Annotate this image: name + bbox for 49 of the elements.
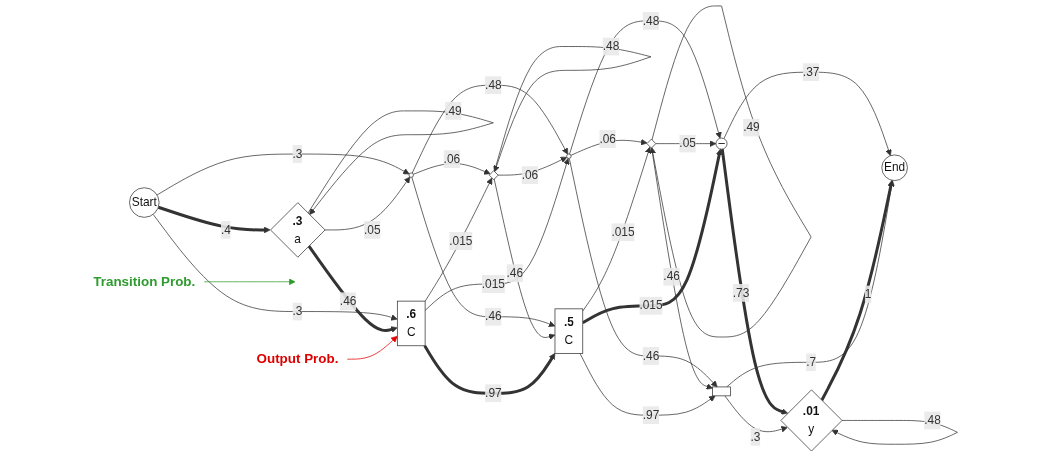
edge-label: .48 <box>642 14 660 27</box>
node-circle: Start <box>129 187 160 218</box>
edge-label: .015 <box>481 277 505 290</box>
node-diamond <box>488 170 499 180</box>
edge-label: .73 <box>732 286 750 299</box>
arrow <box>423 345 556 395</box>
edge-label: .97 <box>485 386 502 400</box>
edge-label: .48 <box>485 78 502 92</box>
node-text: Transition Prob. <box>93 273 196 289</box>
arrow <box>157 205 271 234</box>
node-box <box>712 386 731 397</box>
node-diamond: .3 a <box>270 202 326 258</box>
node-circle <box>408 172 414 178</box>
edge-label: .015 <box>611 225 635 239</box>
edge-label: .48 <box>602 39 620 53</box>
node-circle: – <box>715 137 728 150</box>
arrow <box>582 148 723 325</box>
node-diamond <box>646 138 657 149</box>
edge-label: .97 <box>642 408 660 422</box>
node-circle <box>566 153 572 159</box>
node-circle: End <box>881 154 908 181</box>
edge-label: .3 <box>292 147 303 160</box>
arrow <box>720 148 788 415</box>
node-text: Output Prob. <box>256 351 339 367</box>
edge-label: .46 <box>485 310 502 323</box>
edge-label: .49 <box>445 104 462 117</box>
edge-label: .3 <box>750 430 761 443</box>
edge-label: .06 <box>443 152 461 166</box>
edge-label: .4 <box>220 223 231 236</box>
edge-label: .46 <box>506 266 524 280</box>
edge-label: .37 <box>802 65 820 79</box>
edge-label: .015 <box>639 299 663 312</box>
edge-label: .3 <box>292 304 303 318</box>
edge-label: 1 <box>864 287 872 301</box>
edge-label: .46 <box>663 270 680 283</box>
node-box: .6 C <box>396 300 426 347</box>
edge-label: .46 <box>642 349 660 362</box>
edge-label: .015 <box>449 234 473 247</box>
edge-label: .7 <box>806 355 817 369</box>
edge-label: .46 <box>339 294 357 308</box>
edge-label: .49 <box>743 120 760 134</box>
edge-label: .06 <box>521 168 539 182</box>
arrow <box>307 245 398 333</box>
edge-label: .05 <box>679 136 696 150</box>
edge-label: .06 <box>599 132 616 145</box>
node-box: .5 C <box>554 308 584 354</box>
node-diamond: .01 y <box>780 389 843 452</box>
edge-label: .48 <box>924 413 941 427</box>
edge-label: .05 <box>364 223 381 236</box>
